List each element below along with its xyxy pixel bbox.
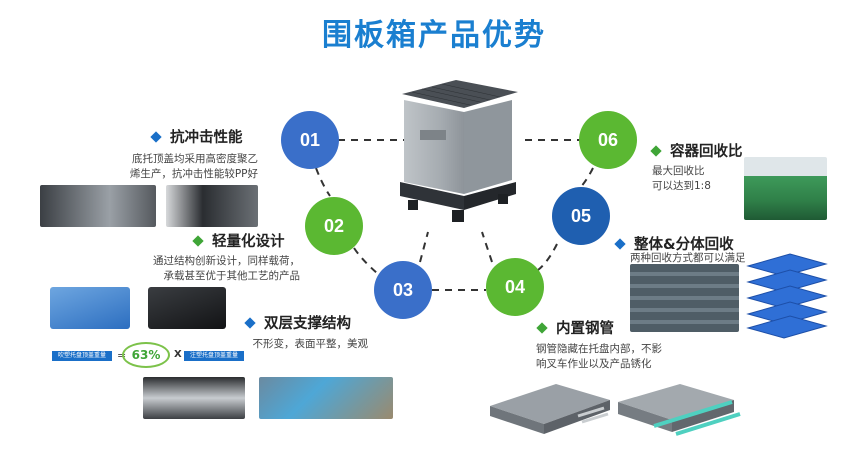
circle-06: 06 [579, 111, 637, 169]
comparison-left-label: 吹塑托盘顶盖重量 [52, 351, 112, 361]
injection-molded-pallet-image [148, 287, 226, 329]
feature-3-desc: 不形变，表面平整，美观 [252, 338, 369, 350]
steel-pipe-pallet-image-2 [618, 384, 741, 436]
impact-photo-2 [166, 185, 258, 227]
feature-5-desc: 两种回收方式都可以满足 [630, 252, 746, 264]
diamond-bullet-icon [192, 234, 204, 247]
diamond-bullet-icon [650, 144, 662, 157]
feature-4-title: 内置钢管 [536, 317, 614, 338]
page-title: 围板箱产品优势 [322, 18, 546, 53]
feature-1-desc: 底托顶盖均采用高密度聚乙 烯生产，抗冲击性能较PP好 [129, 153, 258, 180]
feature-4-desc: 钢管隐藏在托盘内部，不影 响叉车作业以及产品锈化 [536, 343, 662, 370]
diamond-bullet-icon [150, 130, 162, 143]
diamond-bullet-icon [536, 321, 548, 334]
comparison-right-label: 注塑托盘顶盖重量 [184, 351, 244, 361]
stacked-pallets-image [746, 253, 828, 339]
impact-photo-1 [40, 185, 156, 227]
weight-percent-badge: 63% [122, 342, 170, 368]
blow-molded-pallet-image [50, 287, 130, 329]
diamond-bullet-icon [614, 237, 626, 250]
circle-02: 02 [305, 197, 363, 255]
feature-6-title: 容器回收比 [650, 140, 743, 161]
circle-04: 04 [486, 258, 544, 316]
multiply-sign: X [174, 349, 182, 360]
diamond-bullet-icon [244, 316, 256, 329]
equals-sign: = [117, 349, 127, 362]
double-layer-photo-2 [259, 377, 393, 419]
stacked-boxes-photo [630, 264, 739, 332]
feature-3-title: 双层支撑结构 [244, 312, 351, 333]
feature-2-desc: 通过结构创新设计，同样载荷， 承载甚至优于其他工艺的产品 [153, 255, 300, 282]
circle-05: 05 [552, 187, 610, 245]
circle-03: 03 [374, 261, 432, 319]
pallet-box-product-image [400, 80, 518, 222]
double-layer-photo-1 [143, 377, 245, 419]
feature-1-title: 抗冲击性能 [150, 126, 243, 147]
warehouse-photo [744, 157, 827, 220]
feature-6-desc: 最大回收比 可以达到1:8 [652, 165, 711, 192]
circle-01: 01 [281, 111, 339, 169]
steel-pipe-pallet-image-1 [490, 384, 610, 434]
feature-5-title: 整体&分体回收 [614, 233, 734, 254]
feature-2-title: 轻量化设计 [192, 230, 285, 251]
